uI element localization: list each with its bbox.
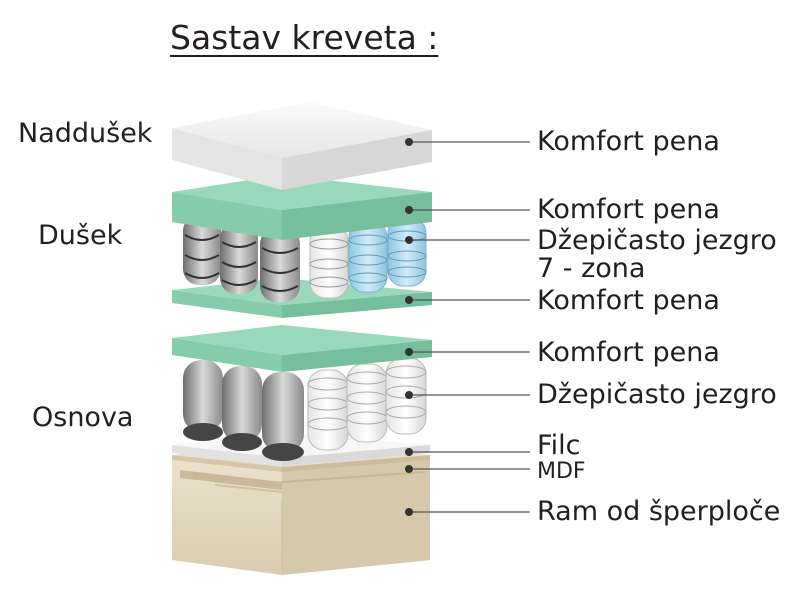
base-comfort-foam-layer: [172, 325, 432, 372]
spring-coil: [220, 222, 258, 294]
mattress-bottom-foam-layer: [172, 278, 432, 318]
spring-coil: [262, 372, 304, 461]
label-mdf: MDF: [537, 459, 586, 484]
section-label-base: Osnova: [32, 402, 134, 433]
spring-coil: [222, 366, 262, 451]
label-base-pocket-core: Džepičasto jezgro: [537, 379, 777, 410]
label-mattress-pocket-core: Džepičasto jezgro: [537, 225, 777, 256]
spring-coil: [348, 221, 388, 293]
section-label-mattress: Dušek: [38, 220, 123, 251]
spring-coil: [260, 228, 300, 302]
diagram-title: Sastav kreveta :: [170, 18, 439, 57]
plywood-frame-layer: [172, 448, 430, 575]
spring-coil: [183, 360, 223, 441]
spring-coil: [183, 215, 221, 285]
spring-coil: [307, 369, 349, 451]
label-plywood-frame: Ram od šperploče: [537, 496, 781, 527]
mattress-pocket-springs-7-zone: [183, 215, 427, 302]
mattress-top-foam-layer: [172, 175, 432, 240]
label-felt: Filc: [537, 430, 581, 461]
base-pocket-springs: [183, 357, 427, 461]
topper-layer: [172, 102, 432, 190]
section-label-topper: Naddušek: [18, 118, 153, 149]
spring-coil: [387, 217, 427, 287]
label-mattress-pocket-core-zones: 7 - zona: [537, 253, 646, 284]
leader-lines: [405, 138, 530, 516]
label-base-comfort-foam: Komfort pena: [537, 337, 720, 368]
spring-coil: [309, 225, 349, 299]
label-mattress-top-comfort-foam: Komfort pena: [537, 194, 720, 225]
label-mattress-bottom-comfort-foam: Komfort pena: [537, 285, 720, 316]
spring-coil: [346, 363, 388, 443]
label-topper-comfort-foam: Komfort pena: [537, 126, 720, 157]
